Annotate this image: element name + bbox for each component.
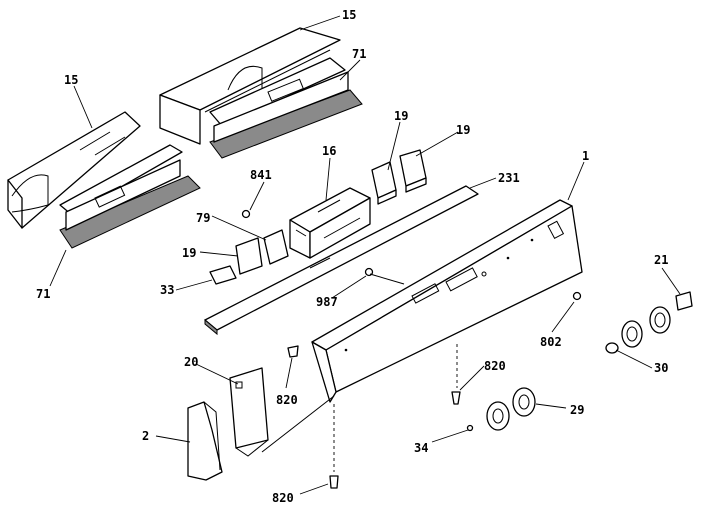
- screw-820-bracket: [287, 345, 299, 358]
- callout-1: 1: [582, 149, 589, 163]
- callout-841: 841: [250, 168, 272, 182]
- callout-802: 802: [540, 335, 562, 349]
- switch-right-a: [371, 161, 397, 205]
- knob-left-upper: [621, 320, 643, 348]
- callout-19-a: 19: [394, 109, 408, 123]
- knob-21: [675, 291, 693, 311]
- knob-30: [605, 342, 619, 354]
- channel-upper: [209, 57, 363, 159]
- callout-21: 21: [654, 253, 668, 267]
- callout-34: 34: [414, 441, 428, 455]
- switch-left-79: [263, 229, 289, 265]
- callout-33: 33: [160, 283, 174, 297]
- screw-820-panel: [451, 391, 461, 405]
- callout-820-panel: 820: [484, 359, 506, 373]
- screw-841: [241, 209, 251, 219]
- pin-34: [466, 424, 474, 432]
- callout-29: 29: [570, 403, 584, 417]
- channel-left: [59, 144, 201, 249]
- switch-block: [289, 187, 371, 259]
- clip-33: [209, 265, 237, 285]
- shield-upper: [159, 27, 341, 145]
- switch-right-b: [399, 149, 427, 193]
- switch-left-19: [235, 237, 263, 275]
- leader-lines: [49, 15, 681, 495]
- assembly-lines: [261, 273, 458, 472]
- callout-15-left: 15: [64, 73, 78, 87]
- callout-30: 30: [654, 361, 668, 375]
- knob-right-upper: [649, 306, 671, 334]
- end-cap-2: [187, 401, 223, 481]
- screw-820-bottom: [329, 475, 339, 489]
- knob-29: [512, 387, 536, 417]
- shield-left: [7, 111, 141, 229]
- callout-20: 20: [184, 355, 198, 369]
- callout-820-bracket: 820: [276, 393, 298, 407]
- callout-987: 987: [316, 295, 338, 309]
- knob-left-lower: [486, 401, 510, 431]
- callout-19-b: 19: [456, 123, 470, 137]
- callout-71-left: 71: [36, 287, 50, 301]
- control-panel: [311, 199, 583, 403]
- trim-strip: [204, 185, 479, 336]
- callout-820-bottom: 820: [272, 491, 294, 505]
- bracket-20: [229, 367, 269, 457]
- callout-79: 79: [196, 211, 210, 225]
- callout-71-upper: 71: [352, 47, 366, 61]
- callout-19-c: 19: [182, 246, 196, 260]
- callout-labels: 15 15 71 71 19 19 19 16 841 231 1 79 33 …: [36, 8, 668, 505]
- screw-802: [572, 291, 582, 301]
- callout-16: 16: [322, 144, 336, 158]
- callout-2: 2: [142, 429, 149, 443]
- callout-231: 231: [498, 171, 520, 185]
- callout-15-upper: 15: [342, 8, 356, 22]
